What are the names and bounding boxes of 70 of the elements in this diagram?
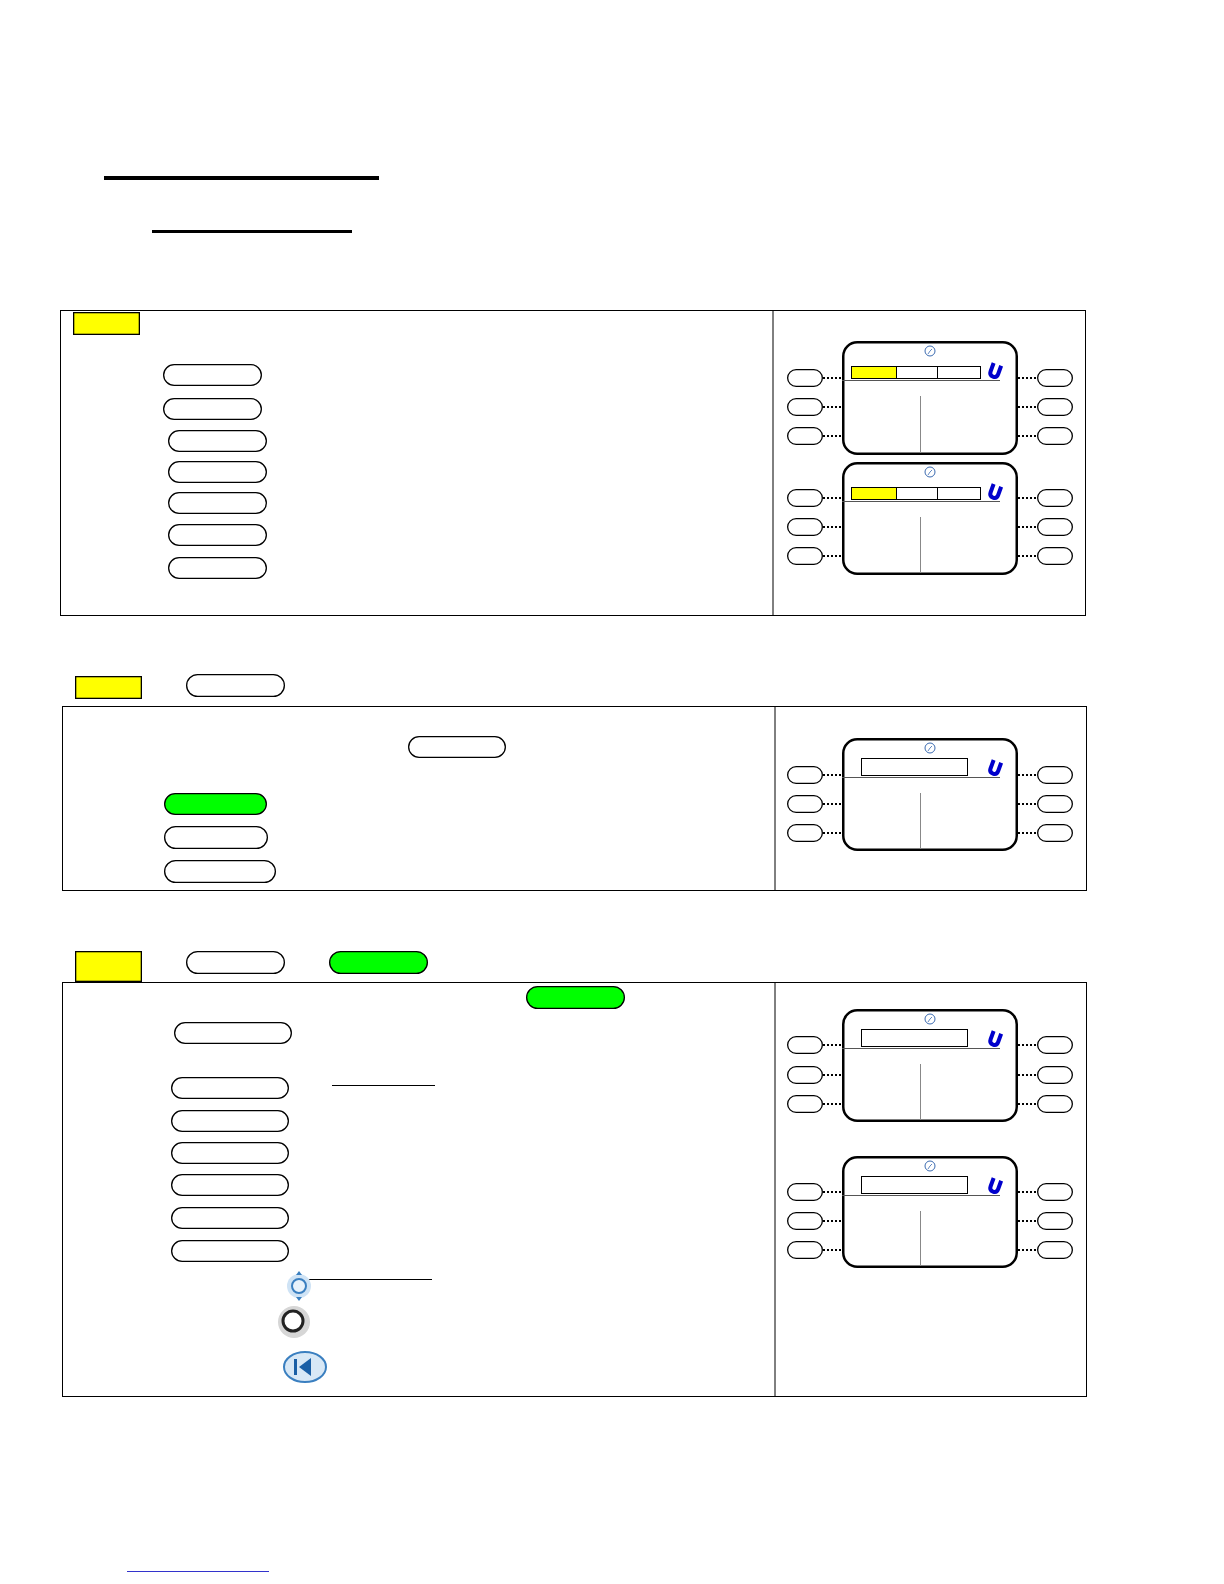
rounded-button <box>171 1240 289 1262</box>
rounded-button <box>329 951 428 974</box>
soft-key <box>787 518 823 536</box>
soft-key <box>1037 1036 1073 1054</box>
soft-key <box>787 1066 823 1084</box>
soft-key <box>1037 1212 1073 1230</box>
soft-key <box>1037 489 1073 507</box>
soft-key <box>787 766 823 784</box>
rounded-button <box>174 1022 292 1044</box>
label-tag <box>73 312 140 335</box>
dotted-connector <box>1017 526 1038 528</box>
soft-key <box>787 795 823 813</box>
label-tag <box>75 676 142 699</box>
rounded-button <box>168 461 267 483</box>
dotted-connector <box>1017 1220 1038 1222</box>
rounded-button <box>526 986 625 1009</box>
soft-key <box>1037 518 1073 536</box>
soft-key <box>787 824 823 842</box>
soft-key <box>787 1183 823 1201</box>
soft-key <box>787 427 823 445</box>
soft-key <box>787 1212 823 1230</box>
rounded-button <box>164 826 268 849</box>
rounded-button <box>171 1077 289 1099</box>
rounded-button <box>171 1207 289 1229</box>
rounded-button <box>168 524 267 546</box>
soft-key <box>787 369 823 387</box>
soft-key <box>1037 1095 1073 1113</box>
rounded-button <box>186 674 285 697</box>
soft-key <box>1037 369 1073 387</box>
rounded-button <box>408 736 506 758</box>
soft-key <box>1037 398 1073 416</box>
dotted-connector <box>1017 774 1038 776</box>
dotted-connector <box>1017 1103 1038 1105</box>
soft-key <box>787 1036 823 1054</box>
rounded-button <box>171 1174 289 1196</box>
rounded-button <box>168 430 267 452</box>
dotted-connector <box>1017 1191 1038 1193</box>
dotted-connector <box>1017 555 1038 557</box>
soft-key <box>1037 795 1073 813</box>
soft-key <box>1037 824 1073 842</box>
dotted-connector <box>1017 803 1038 805</box>
rounded-button <box>163 364 262 386</box>
soft-key <box>1037 1066 1073 1084</box>
rounded-button <box>171 1142 289 1164</box>
soft-key <box>787 1095 823 1113</box>
rounded-button <box>164 793 267 815</box>
label-tag <box>75 951 142 982</box>
dotted-connector <box>1017 1044 1038 1046</box>
soft-key <box>1037 1241 1073 1259</box>
rounded-button <box>164 860 276 883</box>
soft-key <box>787 1241 823 1259</box>
soft-key <box>1037 547 1073 565</box>
soft-key <box>1037 766 1073 784</box>
rounded-button <box>186 951 285 974</box>
rounded-button <box>163 398 262 420</box>
rounded-button <box>168 492 267 514</box>
dotted-connector <box>1017 497 1038 499</box>
rounded-button <box>171 1110 289 1132</box>
dotted-connector <box>1017 377 1038 379</box>
soft-key <box>787 489 823 507</box>
rounded-button <box>168 557 267 579</box>
soft-key <box>1037 1183 1073 1201</box>
dotted-connector <box>1017 406 1038 408</box>
dotted-connector <box>1017 1249 1038 1251</box>
soft-key <box>787 547 823 565</box>
soft-key <box>1037 427 1073 445</box>
dotted-connector <box>1017 832 1038 834</box>
dotted-connector <box>1017 435 1038 437</box>
soft-key <box>787 398 823 416</box>
dotted-connector <box>1017 1074 1038 1076</box>
